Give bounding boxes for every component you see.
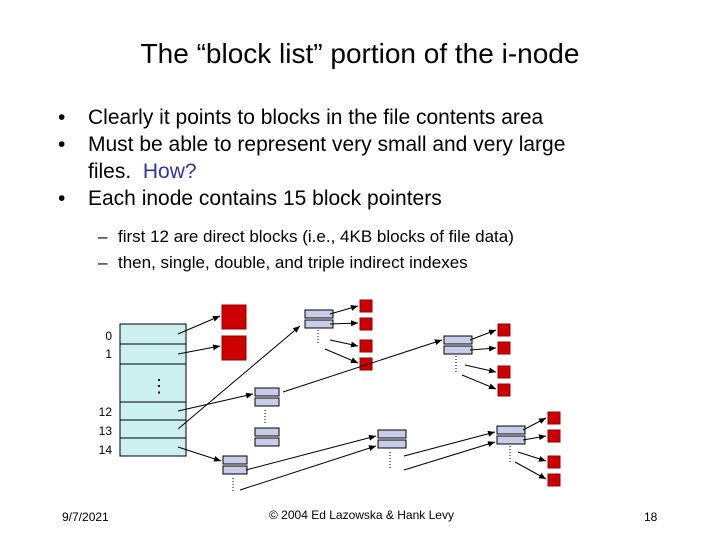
dash-marker: – [98,253,108,272]
footer-copyright: © 2004 Ed Lazowska & Hank Levy [269,508,454,522]
table-ellipsis: ⋮ [150,376,168,396]
sub-bullet-item: –then, single, double, and triple indire… [98,252,678,274]
data-block [497,323,511,337]
footer-date: 9/7/2021 [62,510,109,524]
index-block [377,429,407,470]
single-indirect-index [254,387,280,447]
bullet-item: • Each inode contains 15 block pointers [58,185,698,212]
sub-bullet-text: then, single, double, and triple indirec… [118,253,468,272]
index-block [496,425,526,462]
bullet-marker: • [58,106,66,129]
row-label-14: 14 [98,443,112,457]
index-block [304,309,334,345]
data-block [221,304,247,330]
data-block [497,383,511,397]
data-block [497,341,511,355]
pointer-cell-gap [119,363,187,403]
pointer-arrows [177,305,547,491]
index-block [443,335,473,372]
inode-pointer-table [119,323,187,457]
highlight-question: How? [142,160,197,183]
data-block [497,365,511,379]
bullet-text: Each inode contains 15 block pointers [88,187,442,210]
row-label-13: 13 [98,424,112,438]
data-block [547,473,561,487]
pointer-cell-0 [119,323,187,345]
bullet-text: Must be able to represent very small and… [88,133,566,156]
pointer-cell-13 [119,419,187,439]
row-label-1: 1 [105,347,112,361]
bullet-item: • Clearly it points to blocks in the fil… [58,104,698,131]
pointer-cell-12 [119,401,187,421]
page-number: 18 [644,510,658,524]
bullet-marker: • [58,133,66,156]
data-block [359,299,373,313]
bullet-text: Clearly it points to blocks in the file … [88,106,544,129]
bullet-text-continued: files. [88,160,132,183]
bullet-item: • Must be able to represent very small a… [58,131,698,185]
data-block [547,429,561,443]
row-label-12: 12 [98,405,112,419]
data-block [221,335,247,361]
data-block [359,317,373,331]
data-block [359,339,373,353]
double-indirect-index [222,455,248,492]
pointer-cell-1 [119,343,187,365]
data-block [547,455,561,469]
slide-title: The “block list” portion of the i-node [140,38,580,69]
data-block [547,411,561,425]
row-label-0: 0 [105,329,112,343]
data-block [359,357,373,371]
sub-bullet-item: –first 12 are direct blocks (i.e., 4KB b… [98,226,678,248]
dash-marker: – [98,227,108,246]
bullet-list: • Clearly it points to blocks in the fil… [58,104,698,212]
sub-bullet-text: first 12 are direct blocks (i.e., 4KB bl… [118,227,514,246]
pointer-cell-14 [119,437,187,457]
bullet-marker: • [58,187,66,210]
